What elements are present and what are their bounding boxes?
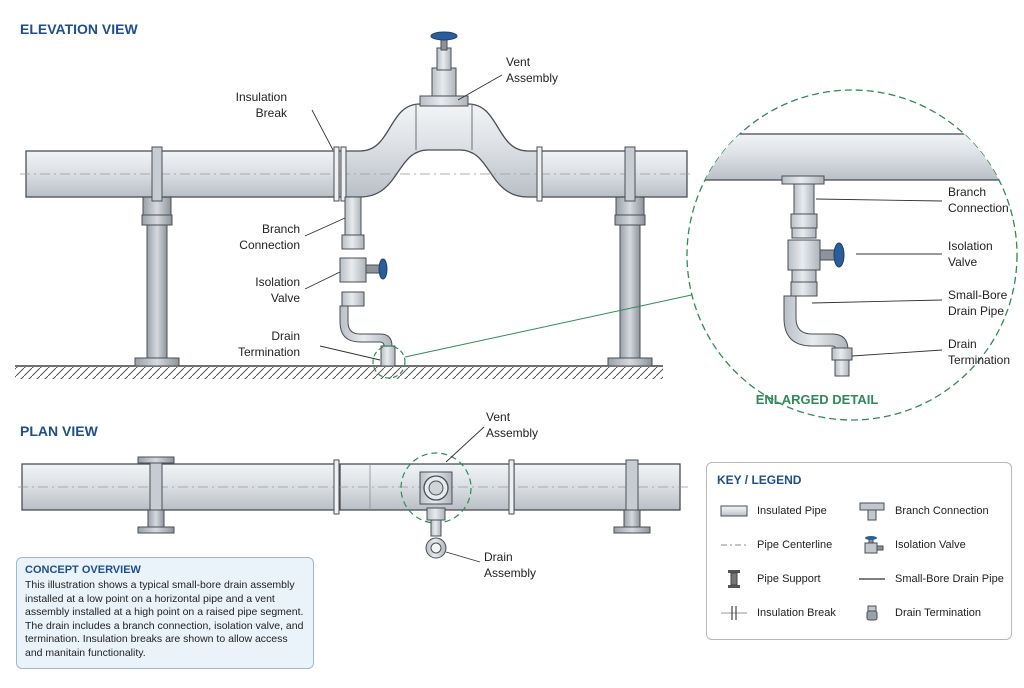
concept-overview-panel: CONCEPT OVERVIEW This illustration shows… xyxy=(16,557,314,669)
detail-label-branch-1: Branch xyxy=(948,185,986,199)
label-branch-connection-1: Branch xyxy=(262,222,300,236)
legend-panel: KEY / LEGEND Insulated Pipe Branch Conne… xyxy=(706,462,1012,640)
branch-connection-icon xyxy=(859,502,885,521)
legend-label: Insulated Pipe xyxy=(757,505,827,517)
legend-item-insulation-break: Insulation Break xyxy=(719,603,836,623)
elevation-callouts xyxy=(304,74,697,361)
legend-label: Insulation Break xyxy=(757,607,836,619)
pipe-centerline-icon xyxy=(721,544,747,546)
plan-vent-assembly xyxy=(400,452,472,524)
detail-label-smallbore-1: Small-Bore xyxy=(948,288,1008,302)
valve-handwheel-icon xyxy=(378,258,388,280)
detail-label-valve-1: Isolation xyxy=(948,239,993,253)
enlarged-detail xyxy=(686,89,1018,421)
label-vent-assembly-1: Vent xyxy=(506,55,531,69)
elevation-drain-assembly xyxy=(339,196,406,379)
pipe-support-right xyxy=(607,195,653,367)
detail-label-branch-2: Connection xyxy=(948,201,1009,215)
plan-heading: PLAN VIEW xyxy=(20,423,99,439)
detail-label-drain-2: Termination xyxy=(948,353,1010,367)
label-drain-termination-2: Termination xyxy=(238,345,300,359)
legend-label: Pipe Support xyxy=(757,573,821,585)
label-branch-connection-2: Connection xyxy=(239,238,300,252)
pipe-support-icon xyxy=(728,570,740,588)
isolation-valve-icon xyxy=(864,536,884,554)
detail-title: ENLARGED DETAIL xyxy=(756,392,879,407)
legend-label: Pipe Centerline xyxy=(757,539,833,551)
plan-drain-assembly xyxy=(425,507,447,559)
label-isolation-valve-1: Isolation xyxy=(255,275,300,289)
legend-label: Isolation Valve xyxy=(895,539,966,551)
plan-label-vent-2: Assembly xyxy=(486,426,538,440)
label-isolation-valve-2: Valve xyxy=(271,291,300,305)
plan-callouts xyxy=(445,426,485,563)
legend-item-drain-termination: Drain Termination xyxy=(857,603,981,623)
plan-label-drain-2: Assembly xyxy=(484,566,536,580)
drain-termination-icon xyxy=(866,605,878,621)
insulation-break-icon xyxy=(721,606,747,620)
pipe-support-left xyxy=(134,195,180,367)
detail-label-drain-1: Drain xyxy=(948,337,977,351)
legend-item-pipe-centerline: Pipe Centerline xyxy=(719,535,832,555)
vent-assembly xyxy=(419,31,469,107)
ground-line xyxy=(15,365,663,379)
insulated-pipe-icon xyxy=(720,505,748,517)
legend-item-small-bore-drain-pipe: Small-Bore Drain Pipe xyxy=(857,569,1004,589)
elevation-heading: ELEVATION VIEW xyxy=(20,21,138,37)
label-vent-assembly-2: Assembly xyxy=(506,71,558,85)
legend-label: Branch Connection xyxy=(895,505,989,517)
concept-overview-title: CONCEPT OVERVIEW xyxy=(25,564,141,576)
elevation-main-pipe xyxy=(20,103,690,198)
plan-main-pipe xyxy=(18,459,690,515)
legend-label: Small-Bore Drain Pipe xyxy=(895,573,1004,585)
legend-item-pipe-support: Pipe Support xyxy=(719,569,821,589)
detail-label-smallbore-2: Drain Pipe xyxy=(948,304,1004,318)
label-drain-termination-1: Drain xyxy=(271,329,300,343)
label-insulation-break-1: Insulation xyxy=(236,90,287,104)
legend-item-branch-connection: Branch Connection xyxy=(857,501,989,521)
plan-label-drain-1: Drain xyxy=(484,550,513,564)
vent-handwheel-icon xyxy=(430,31,458,41)
pipe-clamp xyxy=(151,146,636,202)
plan-pipe-supports xyxy=(137,456,651,534)
small-bore-drain-pipe-icon xyxy=(859,578,885,580)
plan-label-vent-1: Vent xyxy=(486,410,511,424)
detail-valve-handwheel-icon xyxy=(833,242,845,268)
legend-label: Drain Termination xyxy=(895,607,982,619)
legend-title: KEY / LEGEND xyxy=(717,473,802,487)
insulation-break xyxy=(333,146,543,202)
legend-item-isolation-valve: Isolation Valve xyxy=(857,535,966,555)
label-insulation-break-2: Break xyxy=(256,106,288,120)
concept-overview-text: This illustration shows a typical small-… xyxy=(25,579,304,659)
detail-label-valve-2: Valve xyxy=(948,255,977,269)
legend-item-insulated-pipe: Insulated Pipe xyxy=(719,501,827,521)
